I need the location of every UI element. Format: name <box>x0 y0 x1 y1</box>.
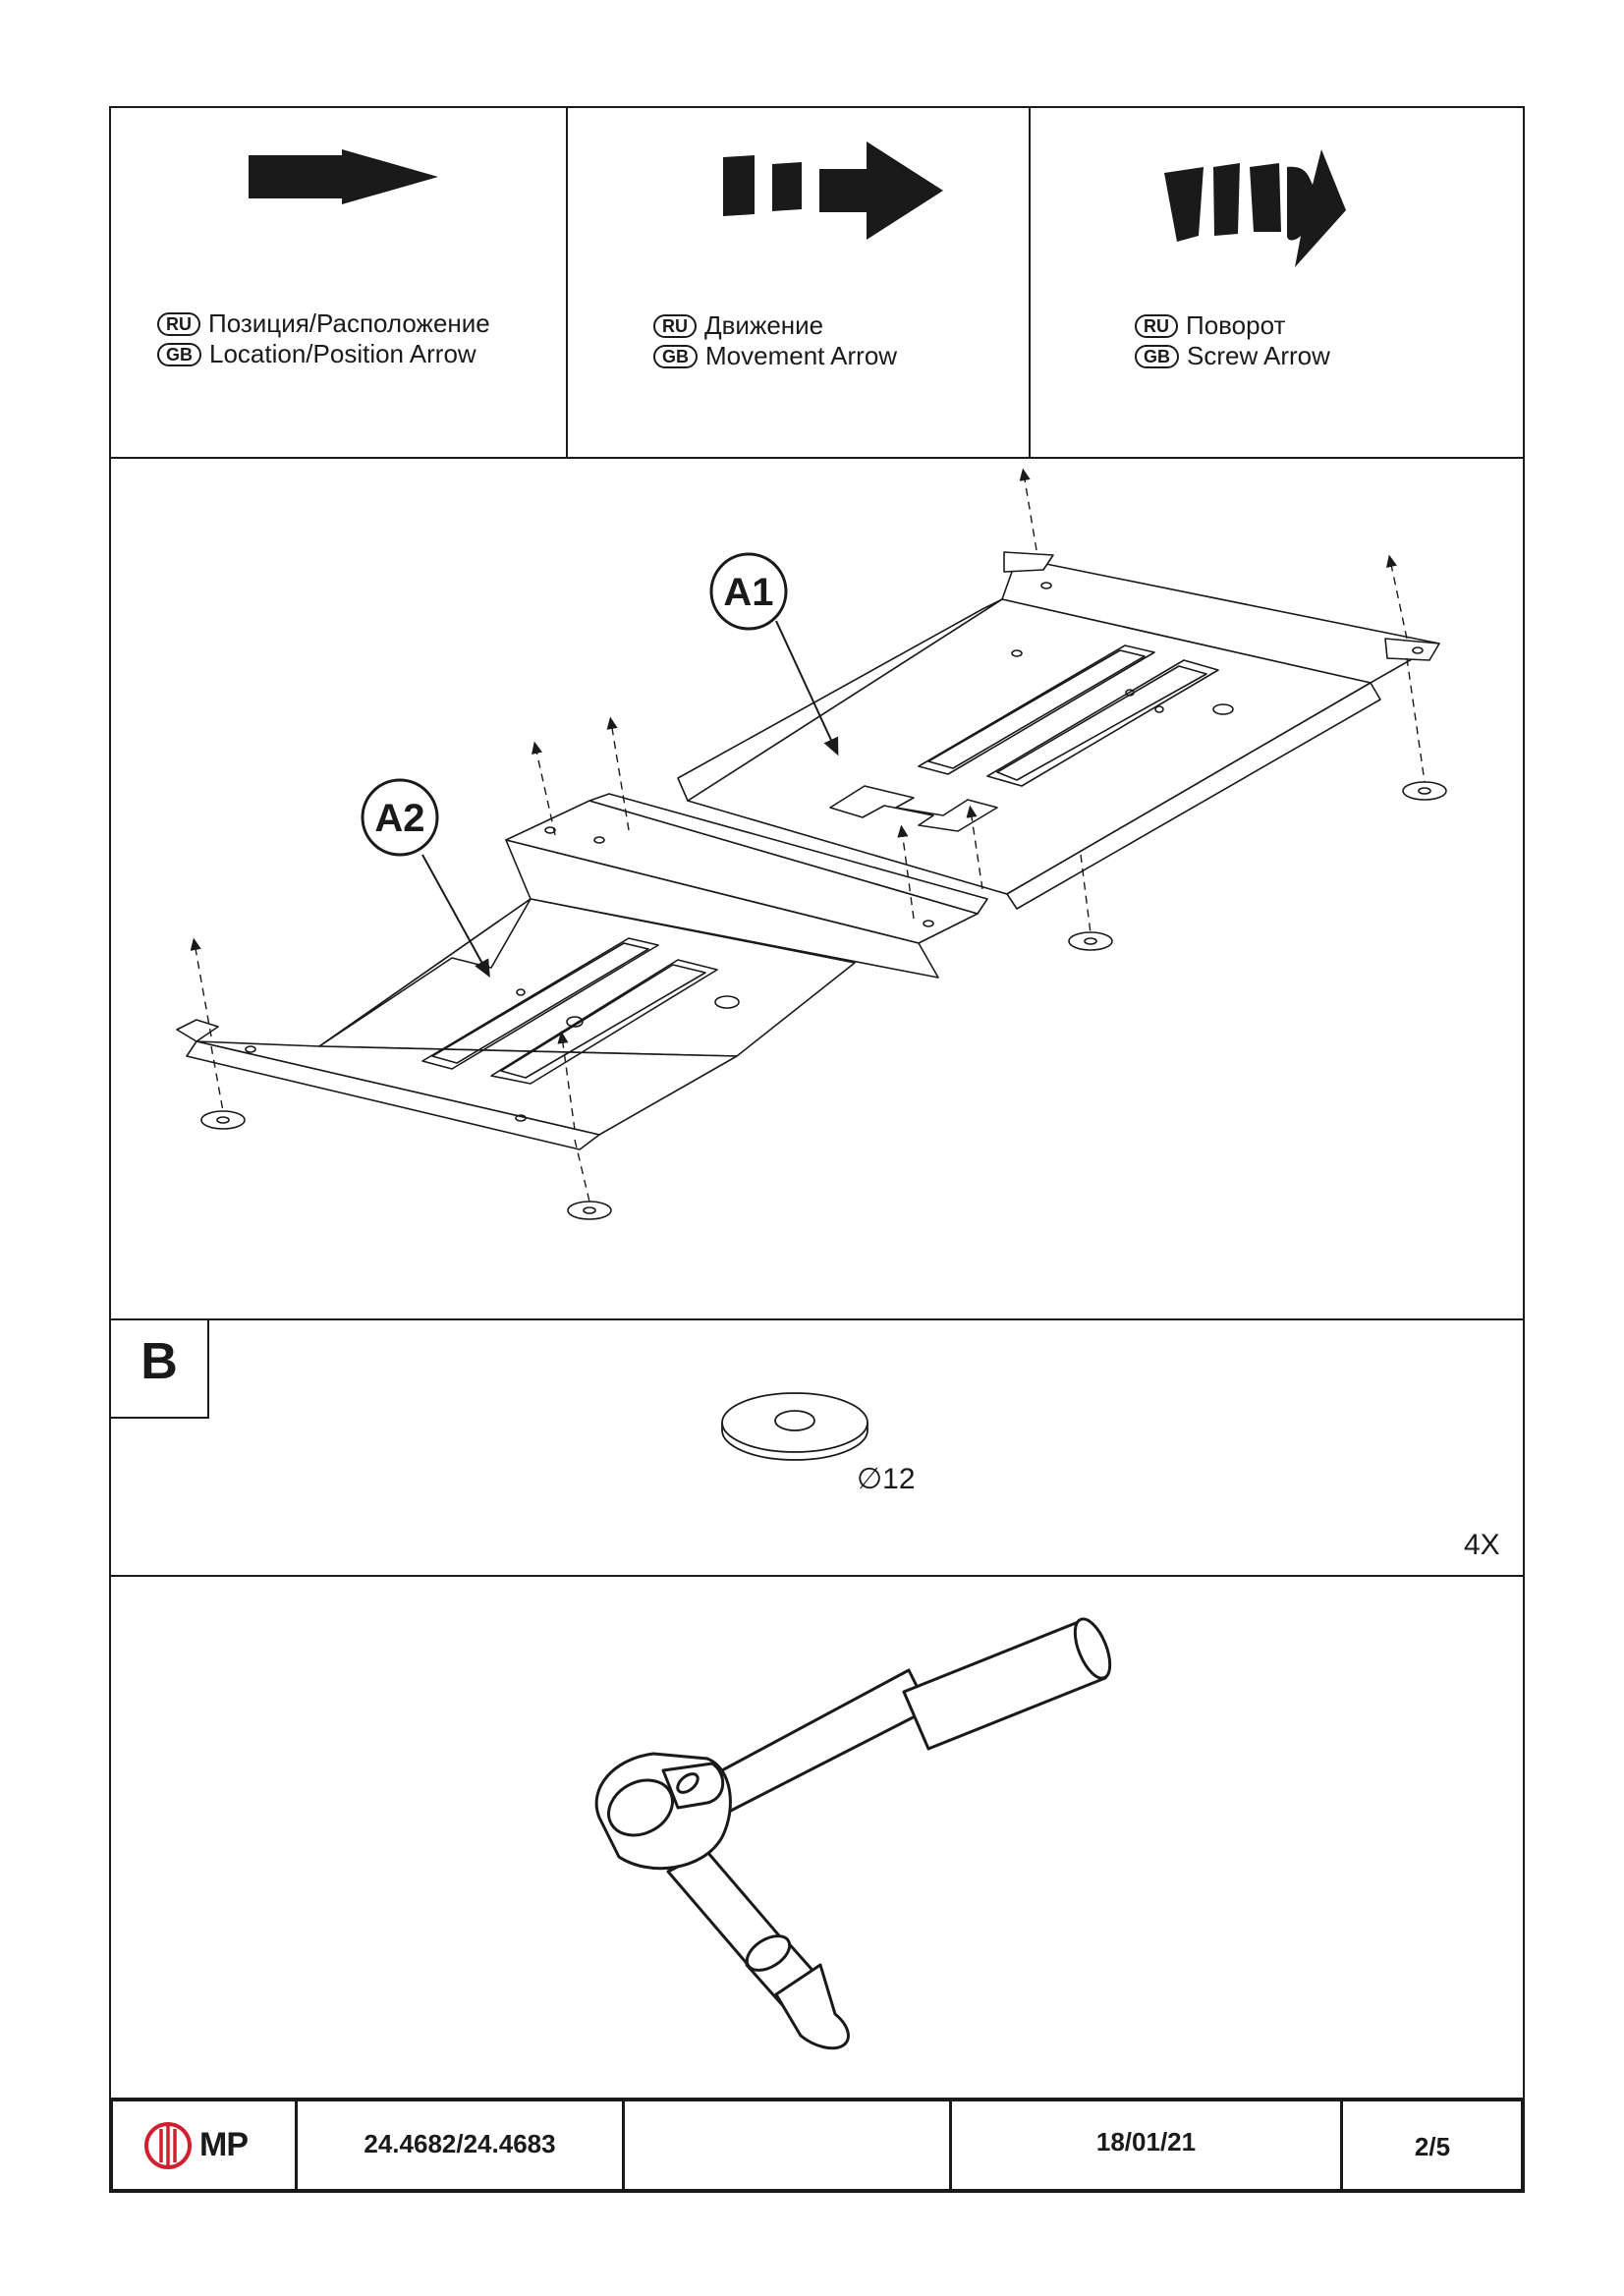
brand-logo: MP <box>142 2120 270 2171</box>
legend-movement-gb: Movement Arrow <box>705 341 898 370</box>
footer-date: 18/01/21 <box>1095 2127 1197 2156</box>
plate-a1 <box>677 551 1440 910</box>
legend-screw: RU Поворот GB Screw Arrow <box>1135 310 1330 371</box>
gb-badge: GB <box>157 343 201 366</box>
page-number: 2/5 <box>1414 2132 1451 2161</box>
legend-location-ru: Позиция/Расположение <box>208 308 490 338</box>
legend-col-divider-2 <box>1029 106 1031 458</box>
legend-movement-ru: Движение <box>704 310 824 340</box>
gb-badge: GB <box>1135 345 1179 368</box>
washer-quantity: 4X <box>1464 1529 1500 1561</box>
footer-divider-1 <box>295 2098 298 2193</box>
divider-parts <box>109 1575 1525 1577</box>
section-label-box <box>109 1318 209 1419</box>
divider-diagram <box>109 1318 1525 1320</box>
gb-badge: GB <box>653 345 698 368</box>
washer-diameter: ∅12 <box>857 1463 916 1495</box>
footer-divider-3 <box>949 2098 952 2193</box>
legend-location: RU Позиция/Расположение GB Location/Positi… <box>157 308 490 369</box>
movement-arrow-icon <box>723 141 943 240</box>
center-hump <box>505 793 988 979</box>
legend-location-gb: Location/Position Arrow <box>209 339 476 368</box>
footer-divider-2 <box>622 2098 625 2193</box>
brand-name: MP <box>199 2126 249 2163</box>
part-number: 24.4682/24.4683 <box>364 2129 556 2158</box>
label-a1: A1 <box>723 571 773 614</box>
section-label: B <box>140 1333 178 1390</box>
ru-badge: RU <box>157 312 200 336</box>
ru-badge: RU <box>653 314 697 338</box>
legend-col-divider-1 <box>566 106 568 458</box>
ru-badge: RU <box>1135 314 1178 338</box>
legend-screw-ru: Поворот <box>1186 310 1286 340</box>
location-arrow-icon <box>249 149 438 204</box>
washer-icon <box>721 1392 868 1461</box>
plate-a2 <box>176 898 856 1150</box>
footer-divider-4 <box>1340 2098 1343 2193</box>
ratchet-wrench-icon <box>594 1617 1112 2050</box>
legend-screw-gb: Screw Arrow <box>1187 341 1330 370</box>
label-a2: A2 <box>374 797 424 840</box>
legend-movement: RU Движение GB Movement Arrow <box>653 310 897 371</box>
divider-legend <box>109 457 1525 459</box>
footer-title-block <box>109 2098 1525 2193</box>
screw-arrow-icon <box>1164 149 1346 267</box>
assembly-diagram: A1 A2 <box>176 468 1447 1220</box>
logo-icon <box>144 2122 192 2169</box>
